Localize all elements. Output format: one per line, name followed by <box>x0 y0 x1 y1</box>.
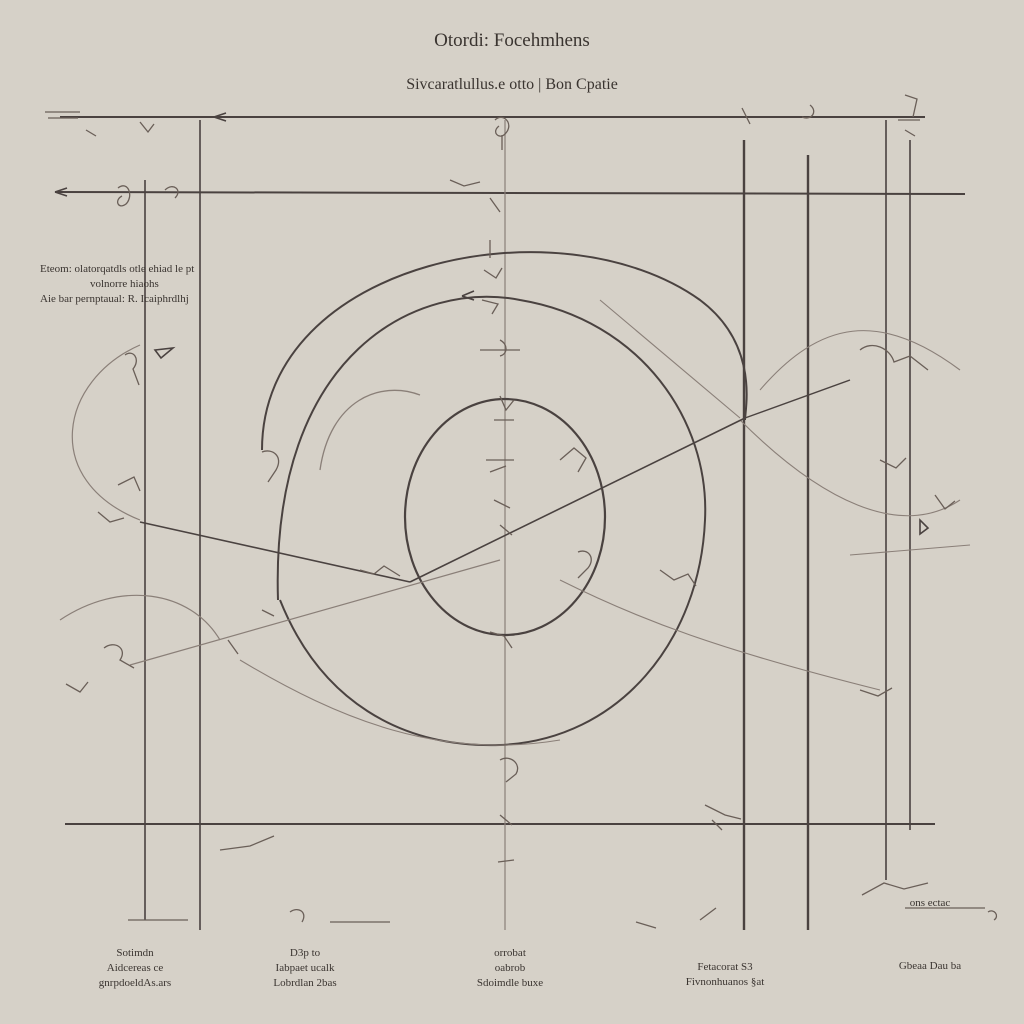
mark-18 <box>559 447 587 473</box>
bottom-label-line: Fivnonhuanos §at <box>685 976 765 988</box>
inner-orbit <box>403 397 607 637</box>
mark-38 <box>861 882 929 896</box>
right-mid-faint-arc <box>559 579 881 691</box>
mark-17 <box>486 459 514 473</box>
bottom-label-d: Fetacorat S3 Fivnonhuanos §at <box>660 960 790 990</box>
mark-19 <box>493 499 513 536</box>
mark-11 <box>480 339 520 357</box>
mark-16 <box>494 395 515 421</box>
mark-30 <box>934 494 956 510</box>
mark-9 <box>483 240 503 279</box>
arrowhead-upper-left <box>54 187 68 197</box>
bottom-label-line: Sotimdn <box>116 947 154 959</box>
sketch-marks <box>45 94 998 929</box>
frame-lines <box>54 116 966 930</box>
mark-34 <box>219 835 275 851</box>
mark-10 <box>481 299 500 315</box>
mark-28 <box>859 345 929 371</box>
diagram-title: Otordi: Focehmhens <box>434 30 590 51</box>
lower-faint-arc <box>239 659 561 746</box>
mark-26 <box>227 609 275 655</box>
bottom-label-c: orrobat oabrob Sdoimdle buxe <box>450 946 570 991</box>
bottom-label-a: Sotimdn Aidcereas ce gnrpdoeldAs.ars <box>75 946 195 991</box>
mark-20 <box>359 565 401 577</box>
outer-orbit-arc <box>261 251 748 451</box>
mark-21 <box>577 550 592 579</box>
bottom-label-line: Aidcereas ce <box>106 962 164 974</box>
bottom-label-line: gnrpdoeldAs.ars <box>98 977 172 989</box>
mark-37 <box>635 907 717 929</box>
arrowhead-left-pointer <box>153 346 176 360</box>
upper-horizontal-line <box>54 191 966 195</box>
right-lower-faint-arc <box>739 419 961 517</box>
connectors <box>129 299 971 666</box>
arrowhead-top <box>213 112 227 122</box>
mark-13 <box>117 476 141 492</box>
bottom-label-line: oabrob <box>494 962 526 974</box>
arrowhead-orbit <box>461 290 475 301</box>
middle-orbit <box>276 295 707 747</box>
mark-25 <box>65 681 89 693</box>
mark-1 <box>139 121 155 134</box>
mark-top-left <box>45 111 80 119</box>
mark-15 <box>261 450 280 483</box>
small-arc <box>319 389 421 471</box>
bottom-label-line: Lobrdlan 2bas <box>273 977 337 989</box>
left-note-line: volnorre hiaohs <box>90 278 159 290</box>
diagram-subtitle: Sivcaratlullus.e otto | Bon Cpatie <box>406 76 618 93</box>
bottom-label-line: Iabpaet ucalk <box>275 962 335 974</box>
bottom-label-line: ons ectac <box>909 897 951 909</box>
mark-22 <box>659 569 697 587</box>
bottom-label-line: Sdoimdle buxe <box>476 977 544 989</box>
left-note-line: Aie bar pernptaual: R. Icaiphrdlhj <box>40 293 189 305</box>
arrowhead-right-pointer <box>919 518 930 536</box>
mark-33 <box>497 814 515 863</box>
mark-29 <box>879 457 907 469</box>
mark-14 <box>97 511 125 523</box>
connector-center-right <box>409 417 746 583</box>
mark-24 <box>103 644 135 669</box>
mark-27 <box>499 757 519 783</box>
mark-5 <box>494 116 510 150</box>
bottom-label-line: orrobat <box>494 947 526 959</box>
mark-8 <box>898 94 920 137</box>
mark-36 <box>289 908 305 923</box>
left-note: Eteom: olatorqatdls otle ehiad le pt vol… <box>40 262 194 307</box>
left-note-line: Eteom: olatorqatdls otle ehiad le pt <box>40 263 195 275</box>
left-lower-faint-arc <box>59 594 221 641</box>
mark-7 <box>741 104 815 125</box>
bottom-label-line: D3p to <box>289 947 321 959</box>
mark-3 <box>117 185 131 207</box>
mark-2 <box>85 129 97 137</box>
bottom-label-b: D3p to Iabpaet ucalk Lobrdlan 2bas <box>245 946 365 991</box>
mark-32 <box>704 804 742 831</box>
connector-upper-right <box>599 299 741 419</box>
connector-right-tip <box>744 379 851 419</box>
connector-far-right <box>849 544 971 556</box>
orbits <box>59 251 961 747</box>
mark-12 <box>124 352 140 386</box>
connector-lower-left <box>129 559 501 666</box>
mark-6 <box>449 179 501 213</box>
bottom-label-line: Fetacorat S3 <box>697 961 753 973</box>
arrowheads <box>54 112 930 536</box>
bottom-label-line: Gbeaa Dau ba <box>898 960 962 972</box>
mark-31 <box>859 687 893 697</box>
bottom-label-e: ons ectac Gbeaa Dau ba <box>870 896 990 974</box>
mark-39 <box>905 907 998 921</box>
right-faint-arc <box>759 330 961 391</box>
mark-4 <box>164 186 179 199</box>
mark-35 <box>128 919 390 923</box>
left-faint-arc <box>71 344 141 521</box>
mark-23 <box>489 631 513 649</box>
